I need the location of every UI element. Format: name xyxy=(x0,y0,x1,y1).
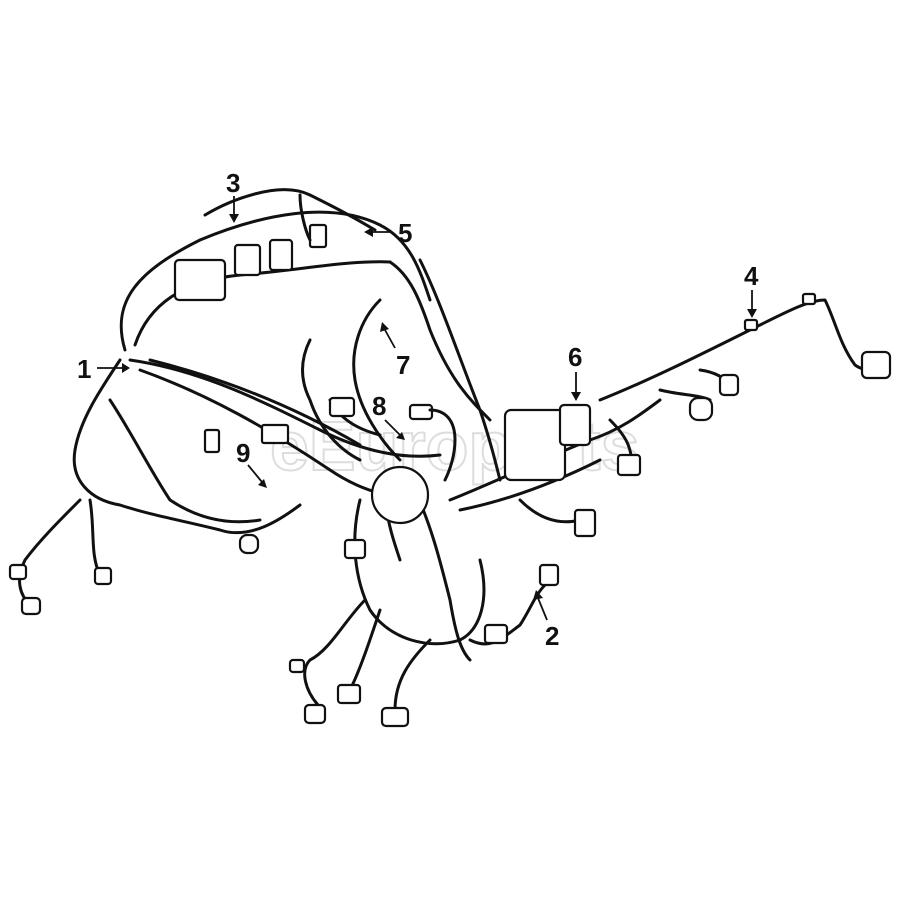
callout-8: 8 xyxy=(372,391,386,421)
callout-5: 5 xyxy=(398,218,412,248)
callout-7: 7 xyxy=(396,350,410,380)
callout-1: 1 xyxy=(77,354,91,384)
callout-9: 9 xyxy=(236,438,250,468)
callout-labels: 1 2 3 4 5 6 7 8 9 xyxy=(77,168,759,651)
callout-2: 2 xyxy=(545,621,559,651)
callout-6: 6 xyxy=(568,342,582,372)
callout-arrows xyxy=(97,196,757,621)
callout-4: 4 xyxy=(744,261,759,291)
callout-3: 3 xyxy=(226,168,240,198)
harness-wires xyxy=(8,188,892,728)
